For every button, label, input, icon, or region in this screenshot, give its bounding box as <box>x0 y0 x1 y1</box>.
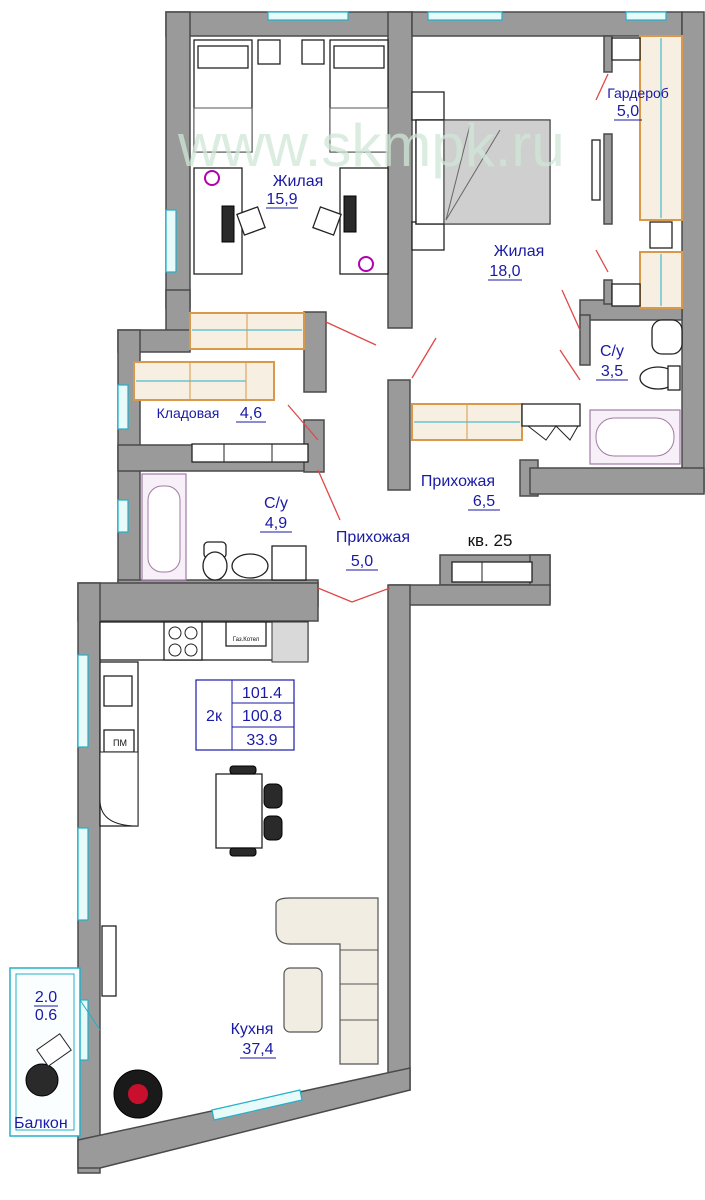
room-area-wardrobe: 5,0 <box>617 103 639 120</box>
walls <box>77 11 705 1174</box>
windows <box>77 11 667 1121</box>
room-area-hall-1: 6,5 <box>473 493 495 510</box>
balcony-area-full: 2.0 <box>35 989 57 1006</box>
room-area-hall-2: 5,0 <box>351 553 373 570</box>
room-name-kitchen: Кухня <box>231 1021 274 1038</box>
room-area-bedroom-2: 18,0 <box>489 263 520 280</box>
room-name-bath-2: С/у <box>264 495 288 512</box>
room-name-bath-1: С/у <box>600 343 624 360</box>
doors <box>287 73 609 603</box>
total-area: 101.4 <box>242 685 282 702</box>
balcony-labels: 2.0 0.6 Балкон <box>14 989 68 1132</box>
boiler-label: Газ.Котел <box>233 637 260 643</box>
room-area-bath-2: 4,9 <box>265 515 287 532</box>
room-area-bath-1: 3,5 <box>601 363 623 380</box>
room-area-storage: 4,6 <box>240 405 262 422</box>
room-name-bedroom-1: Жилая <box>273 173 324 190</box>
room-area-kitchen: 37,4 <box>242 1041 273 1058</box>
bath-1-fixtures <box>589 319 683 465</box>
storage-furniture <box>133 361 581 463</box>
balcony-area-reduced: 0.6 <box>35 1007 57 1024</box>
area-excl-balcony: 100.8 <box>242 708 282 725</box>
bedroom-2-furniture <box>411 35 683 309</box>
dishwasher-label: ПМ <box>113 738 127 748</box>
room-labels: Жилая 15,9 Жилая 18,0 Гардероб 5,0 С/у 3… <box>157 85 669 1059</box>
kitchen-furniture <box>99 621 379 1119</box>
room-name-hall-2: Прихожая <box>336 529 410 546</box>
bedroom-1-furniture <box>189 39 389 350</box>
room-name-storage: Кладовая <box>157 405 220 421</box>
hall-2-furniture <box>451 561 533 583</box>
room-area-bedroom-1: 15,9 <box>266 191 297 208</box>
area-box: 2к 101.4 100.8 33.9 <box>195 679 295 751</box>
living-area: 33.9 <box>246 732 277 749</box>
balcony-name: Балкон <box>14 1115 68 1132</box>
watermark-text: www.skmpk.ru <box>177 112 565 179</box>
room-name-hall-1: Прихожая <box>421 473 495 490</box>
room-name-wardrobe: Гардероб <box>607 85 669 101</box>
bath-2-fixtures <box>141 473 307 581</box>
room-name-bedroom-2: Жилая <box>494 243 545 260</box>
apartment-label: кв. 25 <box>468 531 513 550</box>
rooms-code: 2к <box>206 708 223 725</box>
balcony <box>9 967 101 1137</box>
